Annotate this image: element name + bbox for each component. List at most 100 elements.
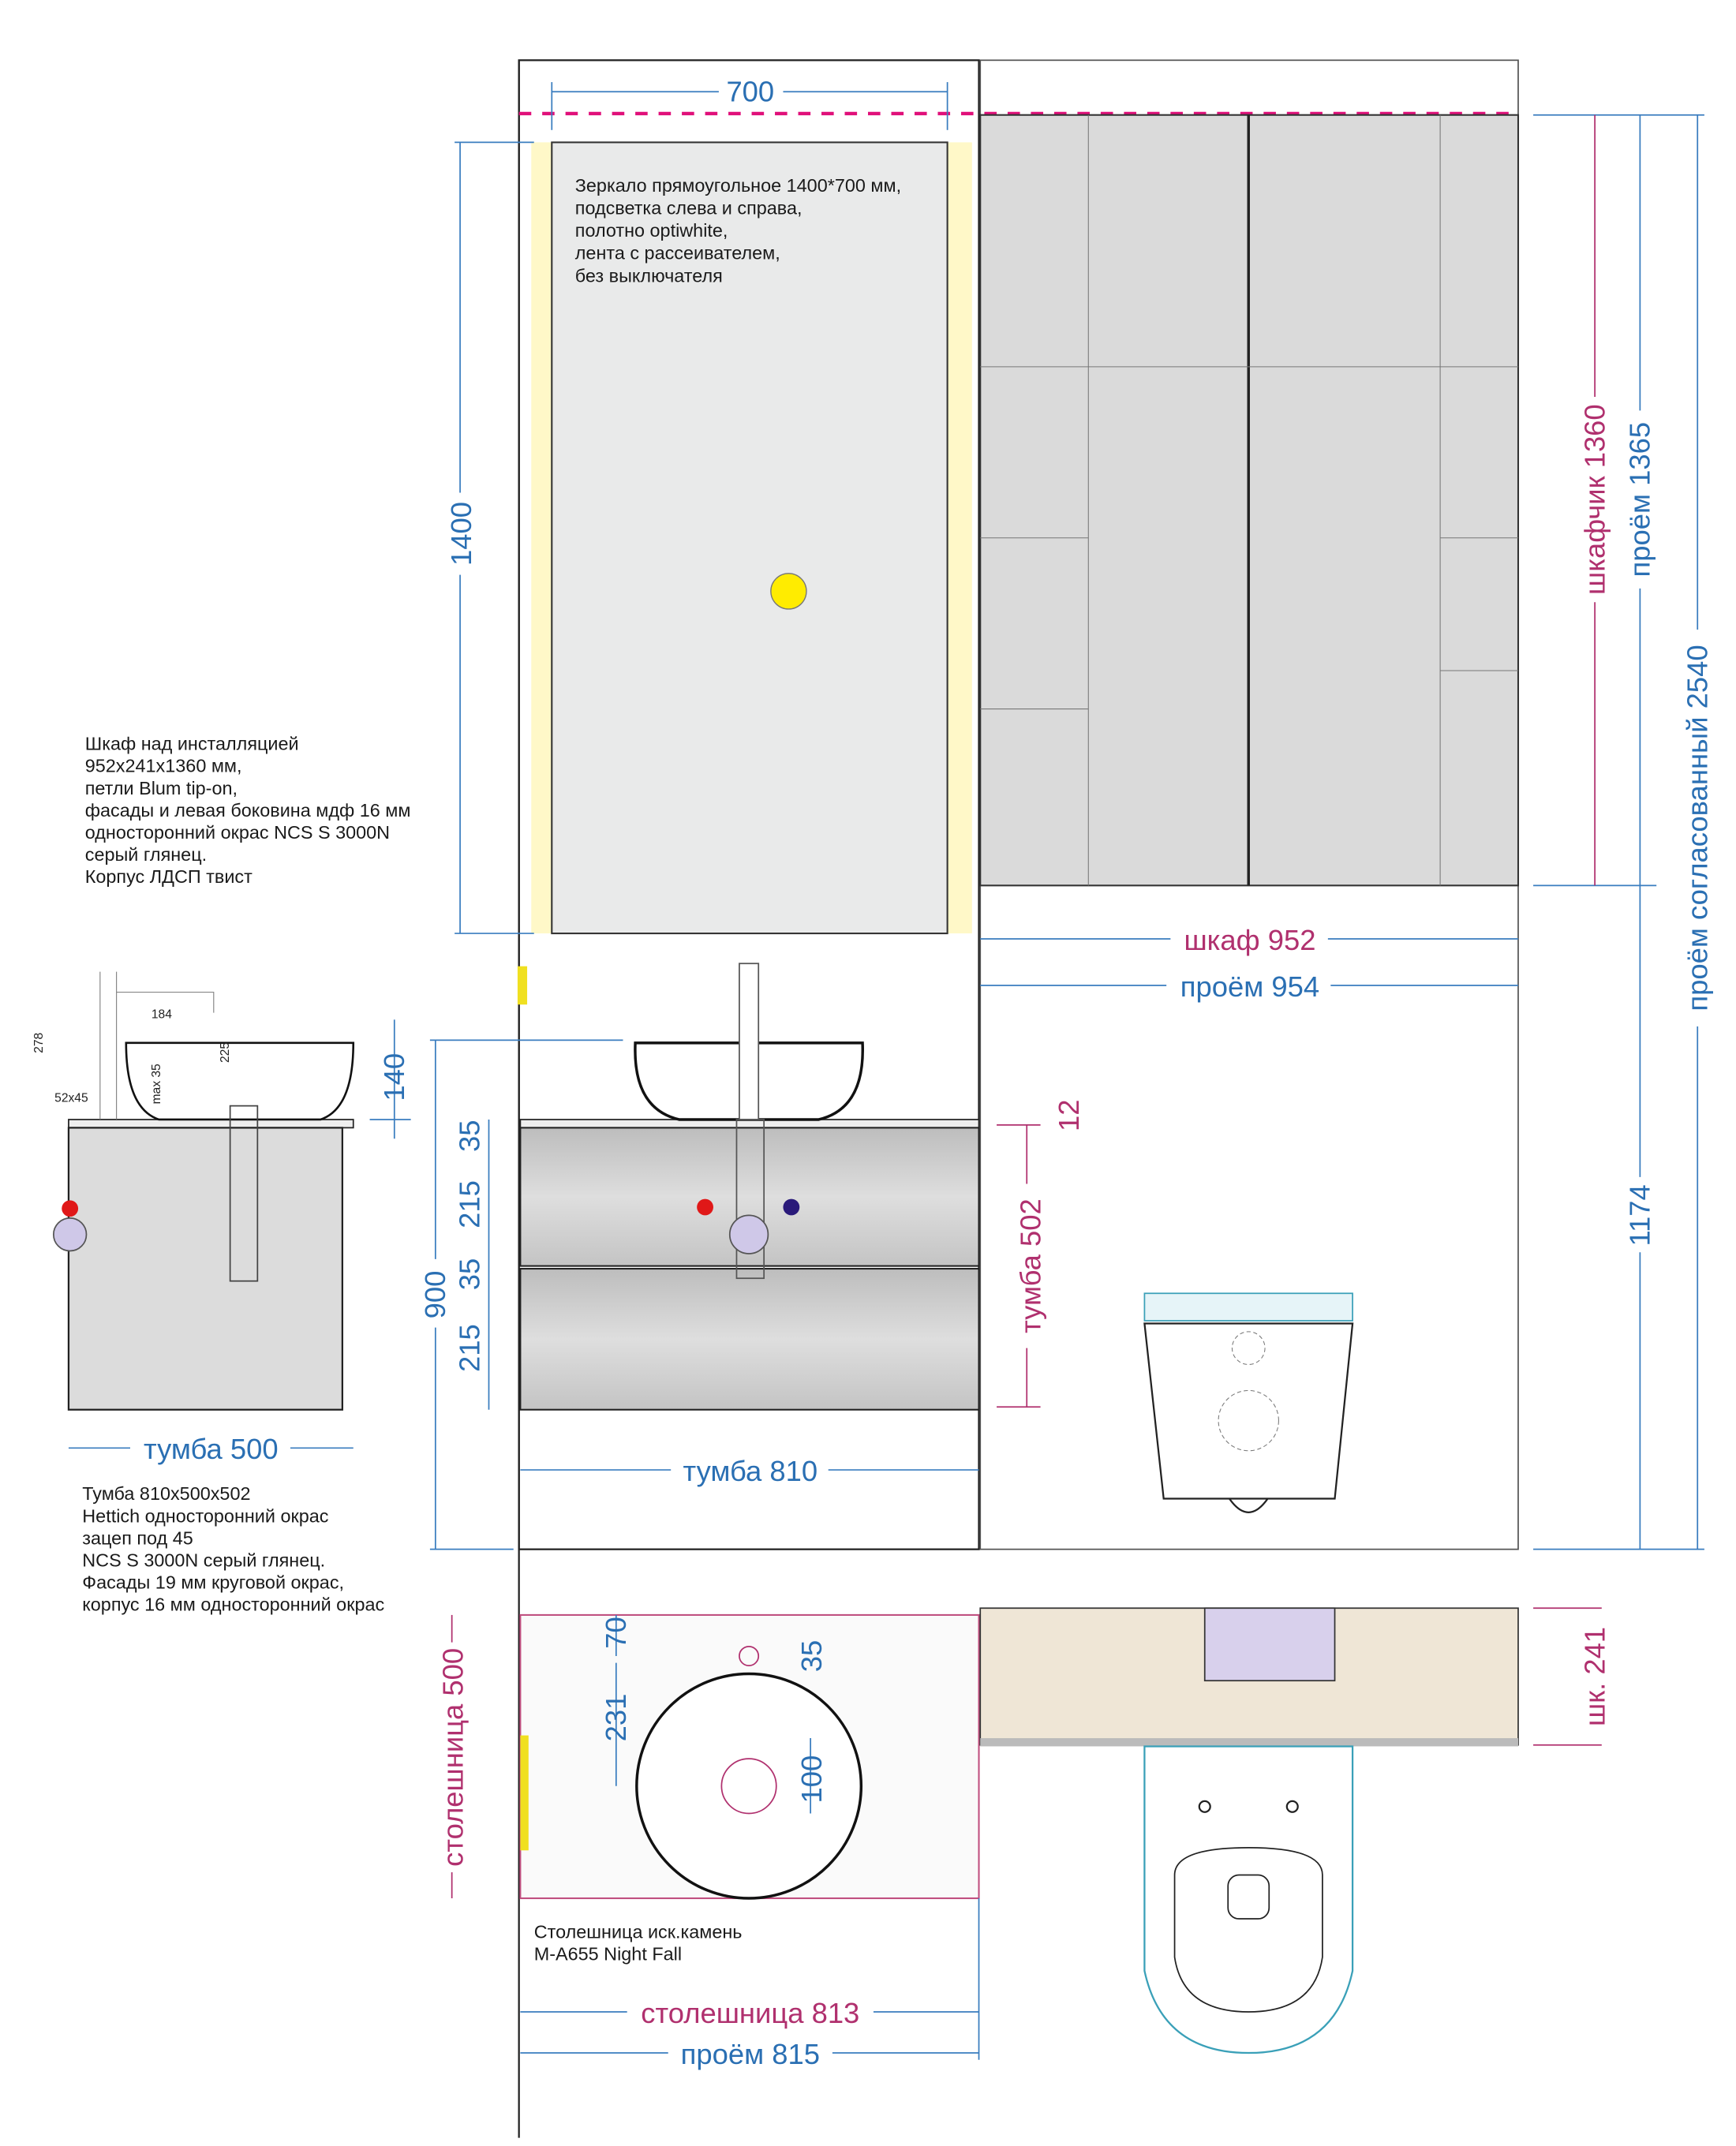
mirror: Зеркало прямоугольное 1400*700 мм, подсв… (531, 141, 972, 935)
drawing-stroke: 700 (726, 75, 774, 107)
drawing-stroke: столешница 813 (641, 1997, 859, 2029)
drawing-stroke (67, 1127, 344, 1411)
vanity-width-dim: тумба 810 (520, 1455, 979, 1487)
drawing-stroke: тумба 500 (144, 1433, 279, 1465)
note-line: полотно optiwhite, (575, 220, 728, 241)
drawing-stroke: тумба 502 (1015, 1198, 1047, 1333)
drawing-stroke (125, 1041, 355, 1121)
faucet-hole (739, 1645, 760, 1666)
toilet-top-view (1143, 1745, 1354, 2054)
drawing-stroke (68, 1119, 354, 1129)
note-line: 952x241x1360 мм, (85, 756, 242, 776)
wall-cabinet-note: Шкаф над инсталляцией 952x241x1360 мм, п… (85, 734, 416, 888)
note-line: Зеркало прямоугольное 1400*700 мм, (575, 175, 901, 196)
drawing-stroke: шкафчик 1360 (1578, 404, 1611, 595)
drawing-stroke: проём 954 (1180, 970, 1319, 1003)
drawing-stroke: 215 (453, 1180, 485, 1228)
note-line: Фасады 19 мм круговой окрас, (82, 1572, 344, 1593)
drawing-stroke (1229, 1497, 1269, 1513)
drawing-stroke: шкаф 952 (1184, 924, 1315, 956)
drawing-stroke: 52x45 (54, 1091, 88, 1105)
drawing-stroke (720, 1758, 777, 1815)
vanity-side-view: 278 184 225 52x45 max 35 тумба 500 (32, 971, 355, 1465)
drawing-stroke: 35 (453, 1120, 485, 1153)
drawing-stroke (1143, 1322, 1354, 1500)
note-line: зацеп под 45 (82, 1527, 193, 1548)
drawing-stroke: проём согласованный 2540 (1681, 645, 1713, 1011)
note-line: лента с рассеивателем, (575, 243, 780, 264)
drawing-stroke (62, 1200, 79, 1217)
drawing-stroke (980, 1738, 1518, 1747)
sink-top (635, 1672, 863, 1900)
sensor-dot (770, 573, 807, 610)
wall-cabinet-front (979, 114, 1520, 887)
drawing-stroke: тумба 810 (683, 1455, 818, 1487)
drawing-stroke (735, 1119, 765, 1280)
note-line: Тумба 810x500x502 (82, 1483, 250, 1504)
drawing-stroke (1198, 1800, 1211, 1813)
mirror-height-dim: 1400 (445, 141, 534, 934)
drawing-stroke (531, 142, 554, 934)
note-line: петли Blum tip-on, (85, 778, 238, 798)
drawing-stroke (1143, 1292, 1353, 1322)
drawing-stroke (551, 141, 948, 935)
drawing-stroke: 100 (795, 1755, 828, 1804)
vanity-niche-frame (518, 59, 980, 1550)
vanity-front (517, 963, 980, 1411)
right-height-dims: шкафчик 1360 проём 1365 1174 проём согла… (1533, 114, 1713, 1550)
countertop-top-view: 70 35 231 100 столешница 500 (437, 1613, 980, 1900)
note-line: без выключателя (575, 265, 723, 286)
mirror-note: Зеркало прямоугольное 1400*700 мм, подсв… (575, 175, 907, 286)
drawing-stroke: шк. 241 (1578, 1627, 1611, 1726)
drawing-stroke: 35 (453, 1258, 485, 1291)
hot-water-dot (697, 1198, 713, 1216)
drawing-stroke (1173, 1846, 1323, 2013)
drawing-stroke: 900 (419, 1271, 451, 1319)
opening-width-dim: проём 954 (980, 970, 1518, 1003)
drawing-stroke: 278 (32, 1033, 46, 1053)
note-line: M-A655 Night Fall (534, 1943, 682, 1964)
drawing-stroke (1143, 1745, 1354, 2054)
drawing-stroke: 12 (1053, 1100, 1085, 1132)
drawing-stroke (517, 966, 528, 1005)
drawing-stroke: проём 1365 (1624, 422, 1656, 578)
note-line: фасады и левая боковина мдф 16 мм (85, 800, 411, 821)
mirror-width-dim: 700 (551, 75, 948, 130)
drawing-stroke: 231 (600, 1694, 632, 1742)
countertop-note: Столешница иск.камень M-A655 Night Fall (534, 1921, 747, 1964)
wall-cabinet-top-view: шк. 241 (979, 1607, 1611, 1747)
drawing-stroke: 35 (795, 1640, 828, 1673)
lower-drawer (519, 1268, 980, 1411)
note-line: корпус 16 мм односторонний окрас (82, 1595, 384, 1615)
drawing-stroke (99, 971, 215, 1120)
countertop-width-dims: столешница 813 проём 815 (520, 1898, 980, 2070)
drawing-stroke: max 35 (150, 1064, 163, 1105)
drawing-stroke (1203, 1607, 1336, 1682)
cold-water-dot (783, 1198, 800, 1216)
drawing-stroke: 184 (152, 1008, 172, 1022)
drawing-stroke (1231, 1331, 1266, 1366)
note-line: подсветка слева и справа, (575, 197, 803, 218)
note-line: Hettich односторонний окрас (82, 1505, 328, 1526)
drawing-stroke (446, 492, 474, 575)
cabinet-width-dim: шкаф 952 (980, 924, 1518, 956)
drawing-stroke: 1400 (445, 502, 477, 566)
drawing-stroke: 140 (378, 1053, 410, 1101)
note-line: серый глянец. (85, 844, 207, 865)
drawing-stroke (1227, 1874, 1270, 1920)
note-line: Столешница иск.камень (534, 1921, 743, 1942)
drawing-stroke (1218, 1389, 1279, 1452)
drawing-stroke: 1174 (1624, 1184, 1656, 1246)
faucet (739, 963, 760, 1120)
toilet-front (1143, 1292, 1354, 1513)
note-line: односторонний окрас NCS S 3000N (85, 822, 390, 843)
drawing-stroke: проём 815 (681, 2038, 820, 2070)
vanity-502-dim: тумба 502 12 (997, 1100, 1085, 1408)
drawing-stroke (1285, 1800, 1299, 1813)
drawing-stroke: 225 (219, 1042, 232, 1063)
note-line: NCS S 3000N серый глянец. (82, 1550, 325, 1571)
drawing-stroke (52, 1217, 88, 1252)
note-line: Шкаф над инсталляцией (85, 734, 299, 754)
drawing-stroke: 70 (600, 1617, 632, 1649)
